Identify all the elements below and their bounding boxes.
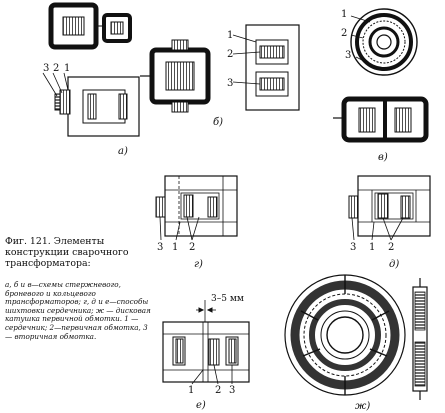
label-e-gap: 3–5 мм bbox=[211, 294, 244, 304]
label-sub-a: а) bbox=[118, 146, 128, 157]
label-e-3: 3 bbox=[229, 385, 235, 396]
label-g-1: 1 bbox=[172, 242, 178, 253]
diagram-a-core-transformer bbox=[42, 2, 140, 137]
figure-legend: а, б и в—схемы стержневого, броневого и … bbox=[5, 280, 151, 341]
label-a-1: 1 bbox=[64, 63, 70, 74]
label-b-2: 2 bbox=[227, 49, 233, 60]
label-a-3: 3 bbox=[43, 63, 49, 74]
label-a-2: 2 bbox=[53, 63, 59, 74]
label-v-3: 3 bbox=[345, 50, 351, 61]
diagram-v-toroidal-transformer bbox=[333, 8, 429, 143]
label-g-3: 3 bbox=[157, 242, 163, 253]
label-d-1: 1 bbox=[369, 242, 375, 253]
diagram-zh-disc-coil bbox=[284, 274, 428, 400]
diagram-b-shell-transformer bbox=[140, 24, 300, 113]
label-b-1: 1 bbox=[227, 30, 233, 41]
label-v-1: 1 bbox=[341, 9, 347, 20]
label-sub-zh: ж) bbox=[355, 401, 370, 412]
label-e-1: 1 bbox=[188, 385, 194, 396]
label-sub-v: в) bbox=[378, 152, 388, 163]
label-sub-d: д) bbox=[389, 259, 399, 270]
diagram-d-core-stacking bbox=[348, 175, 431, 241]
label-v-2: 2 bbox=[341, 28, 347, 39]
label-g-2: 2 bbox=[189, 242, 195, 253]
label-sub-g: г) bbox=[194, 259, 203, 270]
label-d-2: 2 bbox=[388, 242, 394, 253]
label-sub-b: б) bbox=[213, 117, 223, 128]
label-e-2: 2 bbox=[215, 385, 221, 396]
diagram-e-core-with-gap bbox=[162, 300, 250, 385]
label-b-3: 3 bbox=[227, 78, 233, 89]
label-sub-e: е) bbox=[196, 400, 206, 411]
label-d-3: 3 bbox=[350, 242, 356, 253]
diagram-g-core-stacking bbox=[155, 175, 238, 241]
figure-caption: Фиг. 121. Элементы конструкции сварочног… bbox=[5, 236, 129, 269]
